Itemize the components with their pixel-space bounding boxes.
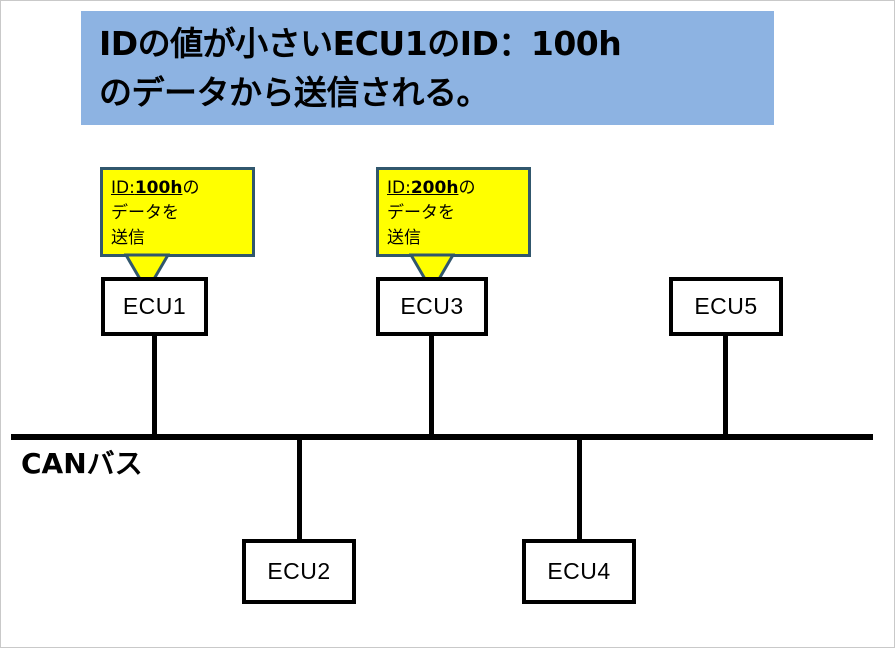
callout-ecu3-line-1: ID:200hの [387, 176, 528, 201]
callout-ecu3-id-prefix: ID: [387, 178, 411, 198]
node-ecu2[interactable]: ECU2 [242, 539, 356, 604]
callout-ecu1-line-2: データを [111, 203, 179, 223]
node-ecu1-label: ECU1 [122, 293, 187, 319]
callout-ecu3-line-2: データを [387, 203, 455, 223]
callout-ecu1-id-suffix: の [182, 178, 200, 198]
node-ecu5[interactable]: ECU5 [669, 277, 783, 336]
node-ecu2-label: ECU2 [267, 558, 331, 584]
banner-line-2: のデータから送信される。 [99, 73, 490, 112]
node-ecu1[interactable]: ECU1 [101, 277, 208, 336]
node-ecu4-label: ECU4 [547, 558, 611, 584]
callout-ecu3-line-3: 送信 [387, 228, 421, 248]
callout-ecu1: ID:100hの データを 送信 [100, 167, 255, 257]
callout-ecu3: ID:200hの データを 送信 [376, 167, 531, 257]
callout-ecu3-id-value: 200h [410, 178, 459, 198]
callout-ecu1-line-1: ID:100hの [111, 176, 252, 201]
callout-ecu1-id-value: 100h [134, 178, 183, 198]
callout-ecu1-tail-icon [124, 253, 170, 293]
wire-ecu3-to-bus [429, 335, 434, 436]
wire-bus-to-ecu4 [577, 439, 582, 539]
wire-ecu1-to-bus [152, 335, 157, 436]
callout-ecu3-id-suffix: の [458, 178, 476, 198]
callout-ecu3-tail-icon [409, 253, 455, 293]
callout-ecu1-id-prefix: ID: [111, 178, 135, 198]
callout-ecu1-line-3: 送信 [111, 228, 145, 248]
wire-ecu5-to-bus [723, 335, 728, 436]
can-bus-label: CANバス [21, 447, 143, 480]
node-ecu3[interactable]: ECU3 [376, 277, 488, 336]
header-banner: IDの値が小さいECU1のID：100h のデータから送信される。 [81, 11, 774, 125]
can-bus-line [11, 434, 873, 440]
node-ecu4[interactable]: ECU4 [522, 539, 636, 604]
node-ecu3-label: ECU3 [400, 293, 464, 319]
wire-bus-to-ecu2 [297, 439, 302, 539]
banner-line-1: IDの値が小さいECU1のID：100h [99, 24, 622, 63]
node-ecu5-label: ECU5 [694, 293, 758, 319]
